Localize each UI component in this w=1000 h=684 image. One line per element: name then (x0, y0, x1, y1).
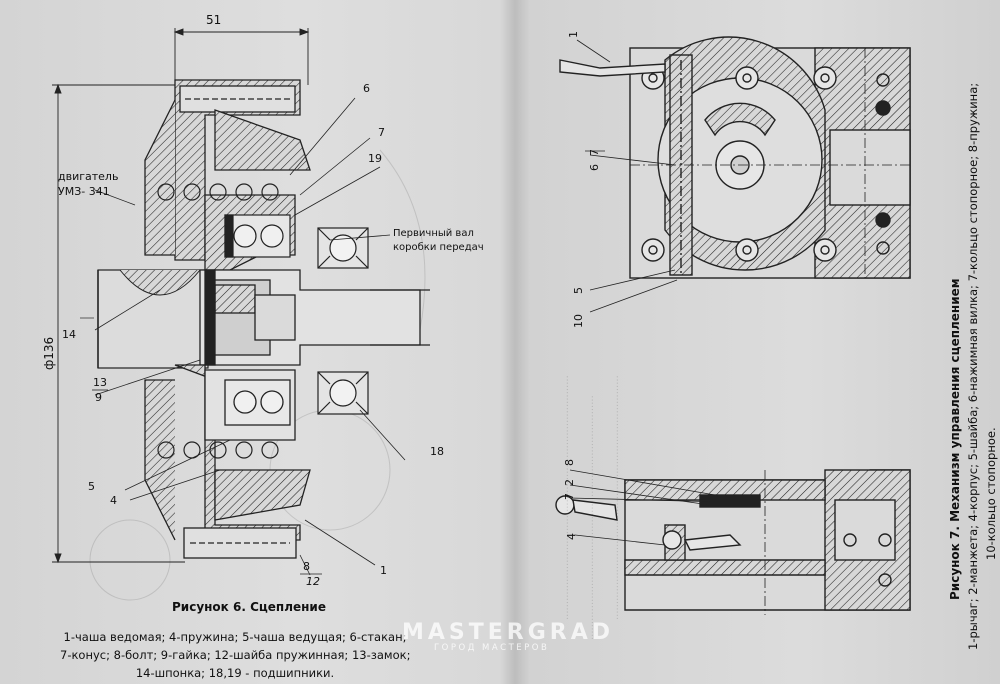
callout-12: 12 (306, 575, 320, 588)
callout-top-7: 7 (588, 149, 601, 156)
top-view-leaders (576, 39, 678, 313)
callout-4: 4 (110, 494, 117, 507)
shaft-label-2: коробки передач (393, 242, 484, 253)
bearing-18-lower (317, 371, 369, 415)
callout-bot-4: 4 (565, 533, 578, 540)
callout-top-5: 5 (572, 287, 585, 294)
dim-diameter-label: ф136 (42, 337, 56, 370)
top-view (559, 36, 911, 279)
engine-label: двигатель (58, 170, 118, 183)
watermark: MASTERGRAD ГОРОД МАСТЕРОВ (402, 620, 614, 653)
bearing-19 (224, 214, 291, 258)
springs-lower (157, 441, 279, 459)
figure6-title: Рисунок 6. Сцепление (172, 600, 326, 614)
figure6-caption-line: 1-чаша ведомая; 4-пружина; 5-чаша ведуща… (63, 630, 407, 644)
dimension-diameter (52, 83, 185, 564)
callout-bot-8: 8 (563, 459, 576, 466)
callout-9: 9 (95, 391, 102, 404)
callout-5: 5 (88, 480, 95, 493)
bearing-18-upper (317, 227, 369, 269)
figure7-title: Рисунок 7. Механизм управления сцепление… (948, 278, 962, 600)
figure6-caption-line: 14-шпонка; 18,19 - подшипники. (135, 666, 335, 680)
watermark-sub: ГОРОД МАСТЕРОВ (434, 643, 550, 653)
callout-19: 19 (368, 152, 382, 165)
figure7-caption-line: 10-кольцо стопорное. (984, 427, 998, 560)
figure7-caption-line: 1-рычаг; 2-манжета; 4-корпус; 5-шайба; 6… (966, 82, 980, 650)
shaft-label-1: Первичный вал (393, 228, 474, 239)
callout-7: 7 (378, 126, 385, 139)
housing-lower (144, 364, 311, 559)
primary-shaft (370, 289, 430, 346)
springs-upper (157, 183, 279, 201)
leader-lines (94, 97, 406, 576)
callout-14: 14 (62, 328, 76, 341)
callout-top-10: 10 (572, 314, 585, 328)
clutch-drawing: 51 ф136 (42, 13, 484, 601)
left-page: 51 ф136 (42, 13, 484, 682)
callout-13: 13 (93, 376, 107, 389)
callout-18: 18 (430, 445, 444, 458)
dimension-51 (173, 28, 310, 85)
callout-8: 8 (303, 560, 310, 573)
bottom-view (555, 469, 911, 615)
callout-1: 1 (380, 564, 387, 577)
figure6-caption: 1-чаша ведомая; 4-пружина; 5-чаша ведуща… (60, 628, 410, 682)
callout-top-6: 6 (588, 164, 601, 171)
callout-bot-2: 2 (563, 479, 576, 486)
right-page: ........................................… (515, 0, 1000, 684)
callout-bot-7: 7 (563, 493, 576, 500)
watermark-main: MASTERGRAD (402, 620, 615, 645)
engine-shaft (97, 269, 209, 369)
engine-model: УМЗ- 341 (58, 185, 110, 198)
callout-6: 6 (363, 82, 370, 95)
clutch-control-drawing: 1 7 6 5 10 (555, 31, 911, 615)
hub (199, 269, 421, 366)
bottom-view-leaders (569, 469, 726, 546)
figure6-caption-line: 7-конус; 8-болт; 9-гайка; 12-шайба пружи… (60, 648, 411, 662)
dim-51-label: 51 (206, 13, 221, 27)
callout-top-1: 1 (567, 31, 580, 38)
